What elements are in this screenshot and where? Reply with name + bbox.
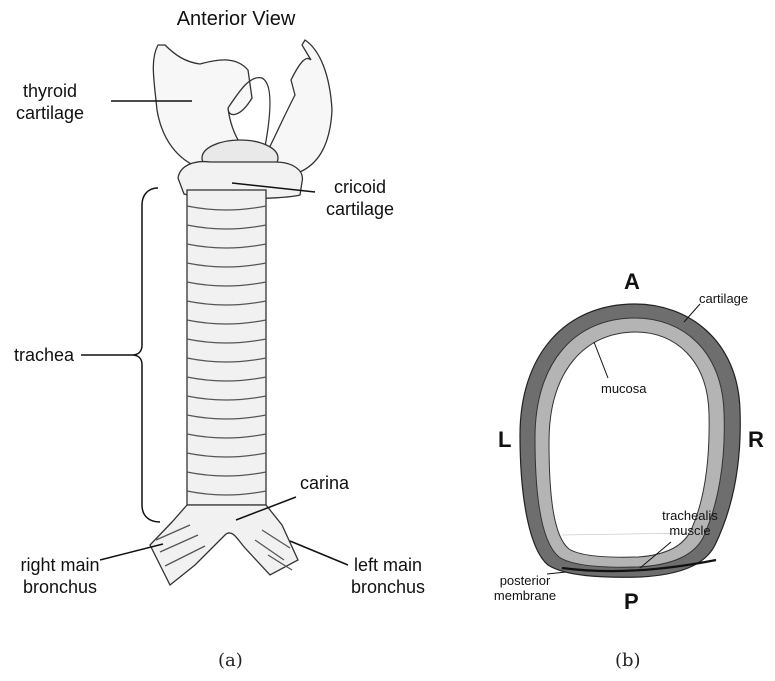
orientation-posterior: P xyxy=(624,590,639,614)
orientation-anterior: A xyxy=(624,270,640,294)
anterior-view-drawing xyxy=(150,40,332,585)
orientation-left: L xyxy=(498,428,511,452)
trachea-bracket xyxy=(132,188,160,522)
tracheal-tube xyxy=(187,190,266,505)
caption-b: (b) xyxy=(615,650,641,671)
mucosa-label: mucosa xyxy=(601,381,647,396)
carina-label: carina xyxy=(300,472,349,494)
orientation-right: R xyxy=(748,428,764,452)
anterior-view-title: Anterior View xyxy=(140,8,332,30)
trachea-label: trachea xyxy=(14,344,74,366)
cartilage-label: cartilage xyxy=(699,291,748,306)
carina-bifurcation xyxy=(150,505,298,585)
caption-a: (a) xyxy=(218,650,243,671)
